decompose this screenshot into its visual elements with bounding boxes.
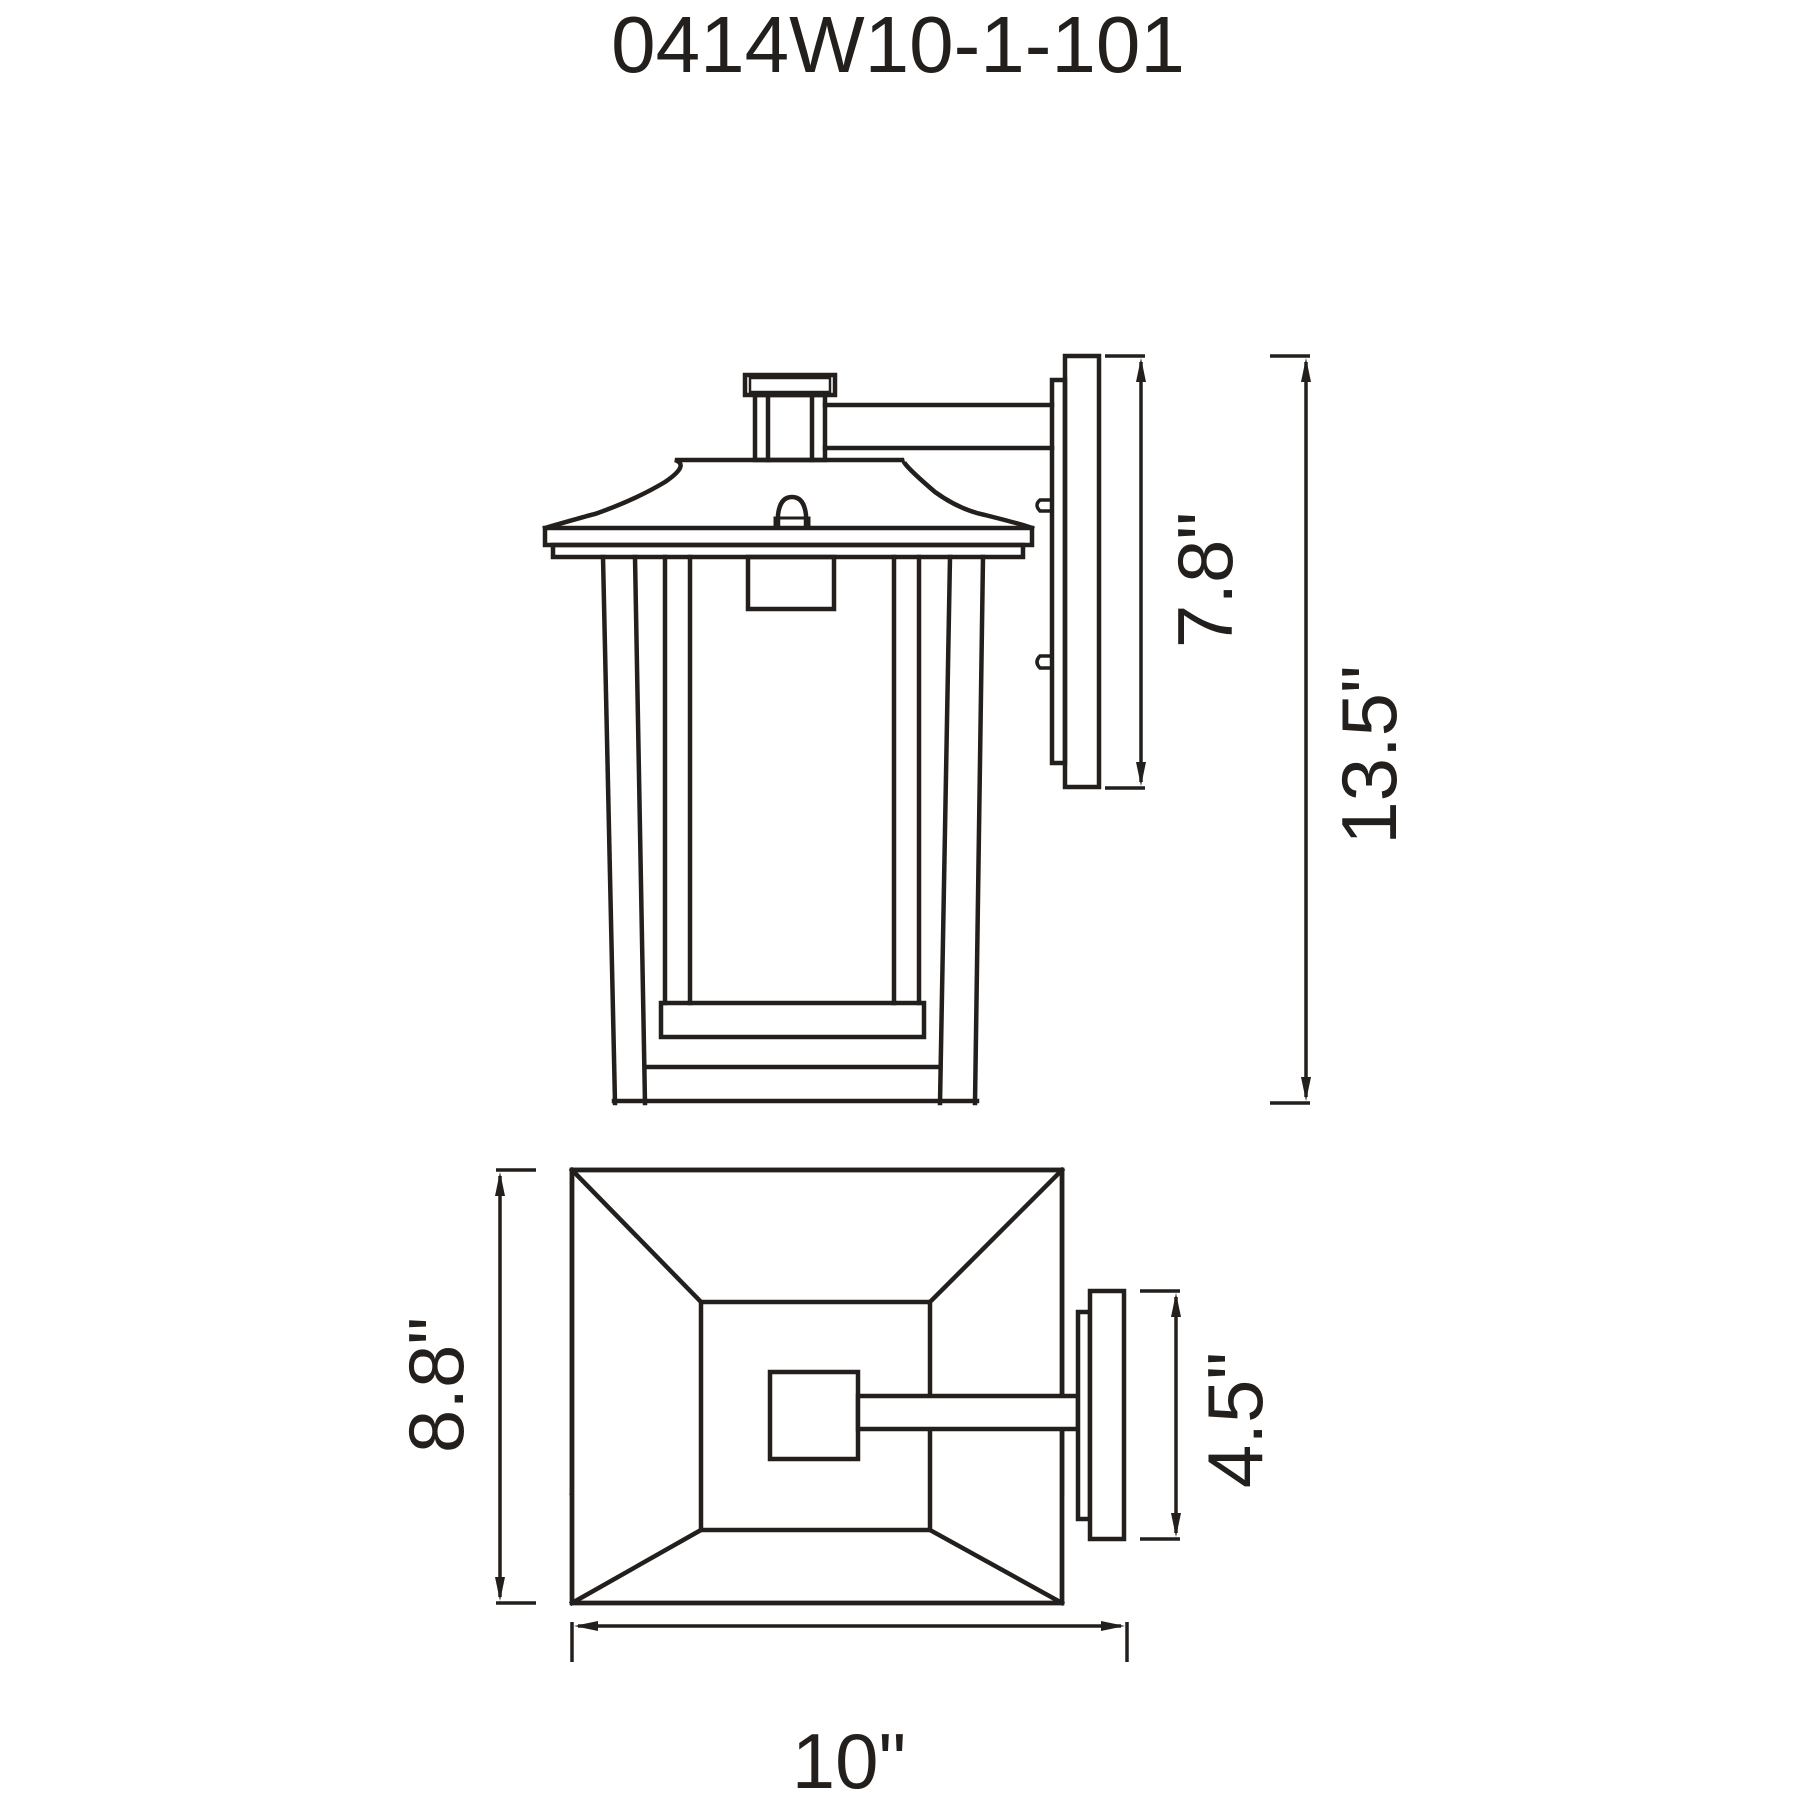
dim-label-7-8: 7.8": [1161, 512, 1249, 648]
glass-bottom-rail: [658, 1000, 927, 1040]
model-number-title: 0414W10-1-101: [611, 0, 1185, 89]
roof-eave: [542, 525, 1035, 548]
body-left-outer: [600, 554, 618, 1106]
body-right-outer: [972, 554, 986, 1106]
socket-housing: [745, 554, 837, 612]
top-view-plan: [568, 1166, 1127, 1607]
screw-icon: [1035, 654, 1054, 670]
arm-plan: [855, 1393, 1081, 1432]
dim-depth: 8.8": [392, 1168, 536, 1605]
dim-label-8-8: 8.8": [392, 1317, 480, 1453]
body-left-inner: [632, 554, 648, 1106]
backplate-outer: [1062, 353, 1102, 790]
backplate-plan-outer: [1087, 1288, 1127, 1542]
dim-label-13-5: 13.5": [1325, 665, 1413, 845]
side-view-lantern: [542, 353, 1102, 1106]
dim-label-10: 10": [792, 1717, 906, 1796]
screw-icon: [1035, 498, 1054, 513]
photocell-icon: [775, 494, 809, 529]
dim-label-4-5: 4.5": [1191, 1352, 1279, 1488]
dim-overall-height: 13.5": [1270, 354, 1413, 1105]
finial-square: [767, 1369, 861, 1462]
dim-backplate-height: 7.8": [1105, 354, 1249, 790]
roof-outline: [542, 457, 1035, 531]
dim-backplate-width: 4.5": [1140, 1289, 1279, 1541]
dim-width: 10": [570, 1621, 1129, 1796]
finial-stem: [752, 392, 828, 463]
body-right-inner: [937, 554, 953, 1106]
